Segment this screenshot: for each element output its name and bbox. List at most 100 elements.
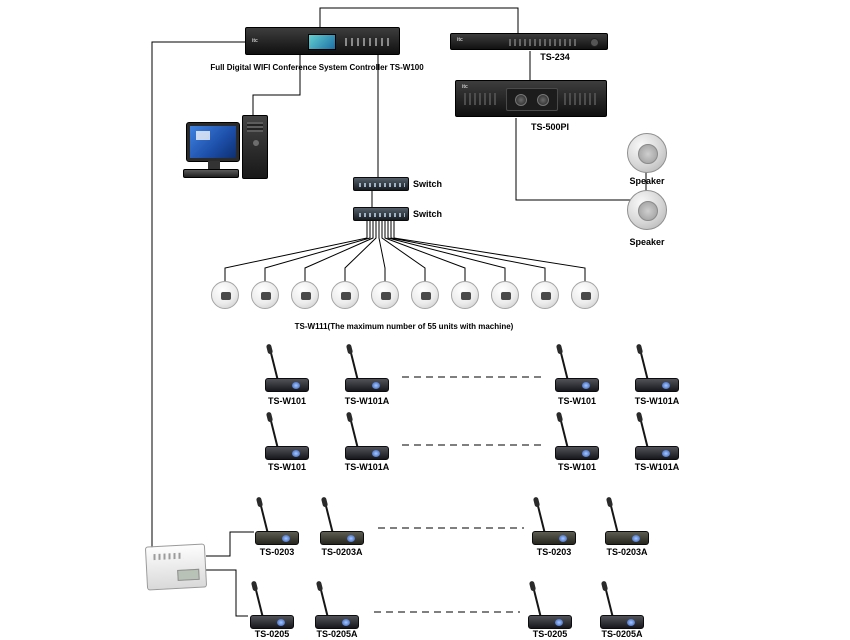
ts234-label: TS-234: [540, 52, 570, 62]
speaker-icon: [627, 133, 667, 173]
desktop-monitor: [186, 122, 240, 172]
amp-center-panel: [506, 88, 558, 111]
itc-logo: itc: [252, 38, 258, 44]
mic-screen: [582, 382, 590, 389]
mic-screen: [627, 619, 635, 626]
mic-label: TS-0205A: [601, 629, 643, 639]
mic-unit: [599, 503, 655, 545]
ceiling-unit: [491, 281, 519, 309]
mic-base: [600, 615, 644, 629]
pc-tower: [242, 115, 268, 179]
mic-label: TS-0203A: [321, 547, 363, 557]
mic-label: TS-W101: [267, 396, 306, 406]
mic-base: [528, 615, 572, 629]
mic-unit: [629, 418, 685, 460]
switch-label: Switch: [413, 179, 443, 189]
switch-ports: [359, 213, 405, 217]
mic-gooseneck-icon: [320, 589, 329, 619]
ceiling-units-label: TS-W111(The maximum number of 55 units w…: [294, 322, 514, 331]
mic-unit: [244, 587, 300, 629]
controller-screen: [308, 34, 336, 50]
mic-gooseneck-icon: [533, 589, 542, 619]
mic-gooseneck-icon: [255, 589, 264, 619]
ceiling-unit: [291, 281, 319, 309]
junction-box: [144, 543, 208, 591]
controller-buttons: [345, 38, 389, 46]
mic-screen: [372, 450, 380, 457]
speaker-label: Speaker: [629, 237, 665, 247]
mic-gooseneck-icon: [640, 352, 649, 382]
monitor-stand: [201, 161, 227, 172]
mic-unit: [549, 418, 605, 460]
mic-unit: [309, 587, 365, 629]
mic-base: [635, 378, 679, 392]
mic-unit: [522, 587, 578, 629]
controller-label: Full Digital WIFI Conference System Cont…: [210, 63, 424, 72]
mic-gooseneck-icon: [610, 505, 619, 535]
mic-label: TS-0205: [532, 629, 568, 639]
mic-gooseneck-icon: [537, 505, 546, 535]
rack-ts234-device: itc: [450, 33, 608, 50]
mic-screen: [282, 535, 290, 542]
mic-gooseneck-icon: [350, 352, 359, 382]
mic-base: [345, 378, 389, 392]
dashed-continuation-lines: [374, 376, 542, 613]
mic-base: [555, 446, 599, 460]
mic-screen: [662, 382, 670, 389]
mic-base: [265, 378, 309, 392]
mic-unit: [249, 503, 305, 545]
mic-label: TS-W101A: [344, 462, 390, 472]
mic-label: TS-W101A: [634, 396, 680, 406]
itc-logo: itc: [457, 37, 463, 43]
ceiling-unit: [531, 281, 559, 309]
mic-screen: [559, 535, 567, 542]
ceiling-unit: [571, 281, 599, 309]
mic-screen: [632, 535, 640, 542]
vent-grille: [509, 39, 579, 46]
ceiling-unit: [411, 281, 439, 309]
switch-label: Switch: [413, 209, 443, 219]
mic-label: TS-W101: [267, 462, 306, 472]
mic-label: TS-W101A: [344, 396, 390, 406]
mic-screen: [292, 450, 300, 457]
mic-unit: [594, 587, 650, 629]
network-switch-1: [353, 177, 409, 191]
monitor-screen: [190, 126, 236, 158]
ts500pi-label: TS-500PI: [530, 122, 570, 132]
switch-ports: [359, 183, 405, 187]
network-switch-2: [353, 207, 409, 221]
solid-wires: [151, 7, 647, 617]
speaker-label: Speaker: [629, 176, 665, 186]
mic-label: TS-0205: [254, 629, 290, 639]
mic-unit: [314, 503, 370, 545]
mic-gooseneck-icon: [640, 420, 649, 450]
ceiling-unit: [331, 281, 359, 309]
mic-unit: [259, 418, 315, 460]
mic-base: [635, 446, 679, 460]
mic-screen: [342, 619, 350, 626]
knob-icon: [537, 94, 549, 106]
mic-screen: [582, 450, 590, 457]
ceiling-unit: [371, 281, 399, 309]
ceiling-unit: [211, 281, 239, 309]
mic-screen: [662, 450, 670, 457]
mic-screen: [555, 619, 563, 626]
mic-base: [255, 531, 299, 545]
mic-gooseneck-icon: [260, 505, 269, 535]
mic-base: [555, 378, 599, 392]
mic-unit: [526, 503, 582, 545]
mic-base: [320, 531, 364, 545]
mic-screen: [277, 619, 285, 626]
keyboard: [183, 169, 239, 178]
mic-screen: [292, 382, 300, 389]
mic-gooseneck-icon: [270, 420, 279, 450]
mic-base: [265, 446, 309, 460]
ceiling-unit: [251, 281, 279, 309]
mic-base: [532, 531, 576, 545]
mic-screen: [372, 382, 380, 389]
mic-unit: [629, 350, 685, 392]
speaker-icon: [627, 190, 667, 230]
vent-grille: [464, 93, 498, 105]
conference-controller-device: itc: [245, 27, 400, 55]
